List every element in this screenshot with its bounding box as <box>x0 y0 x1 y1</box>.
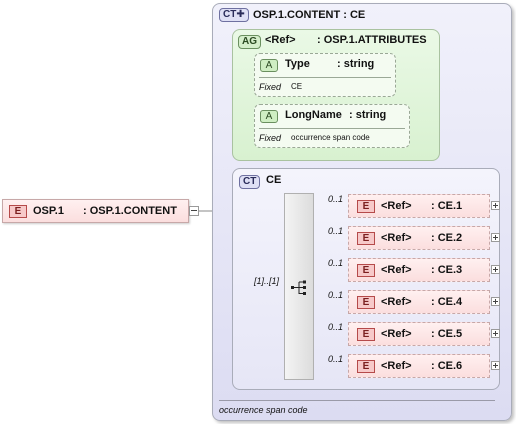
element-ref: <Ref> <box>381 296 412 308</box>
element-badge: E <box>357 360 375 373</box>
element-name: : CE.3 <box>431 264 463 276</box>
element-name: : CE.6 <box>431 360 463 372</box>
expand-icon[interactable] <box>491 361 500 370</box>
root-element-type: : OSP.1.CONTENT <box>83 205 177 217</box>
element-ref: <Ref> <box>381 200 412 212</box>
inner-complex-type-badge: CT <box>239 175 261 189</box>
element-cardinality: 0..1 <box>328 290 344 300</box>
attribute-type: : string <box>337 58 375 70</box>
fixed-value: occurrence span code <box>291 133 370 142</box>
element-ce3-box[interactable]: E <Ref> : CE.3 <box>348 258 490 282</box>
element-cardinality: 0..1 <box>328 322 344 332</box>
attribute-longname-box[interactable]: A LongName : string Fixed occurrence spa… <box>254 104 410 148</box>
sequence-cardinality: [1]..[1] <box>254 276 280 286</box>
element-ref: <Ref> <box>381 360 412 372</box>
complex-type-badge: CT✚ <box>219 8 249 22</box>
element-badge: E <box>9 205 27 218</box>
root-element-box[interactable]: E OSP.1 : OSP.1.CONTENT <box>2 199 189 223</box>
element-badge: E <box>357 200 375 213</box>
fixed-value: CE <box>291 82 303 91</box>
element-ce1-box[interactable]: E <Ref> : CE.1 <box>348 194 490 218</box>
expand-icon[interactable] <box>491 201 500 210</box>
attribute-name: Type <box>285 58 310 70</box>
attribute-name: LongName <box>285 109 342 121</box>
expand-icon[interactable] <box>491 329 500 338</box>
element-name: : CE.5 <box>431 328 463 340</box>
element-ce5-box[interactable]: E <Ref> : CE.5 <box>348 322 490 346</box>
sequence-icon <box>291 280 306 295</box>
inner-complex-type-name: CE <box>266 174 282 186</box>
element-name: : CE.2 <box>431 232 463 244</box>
complex-type-title: OSP.1.CONTENT : CE <box>253 9 366 21</box>
root-collapse-toggle[interactable] <box>189 206 199 216</box>
element-ref: <Ref> <box>381 232 412 244</box>
fixed-label: Fixed <box>259 133 282 143</box>
element-ce4-box[interactable]: E <Ref> : CE.4 <box>348 290 490 314</box>
attribute-divider <box>259 128 405 129</box>
element-ref: <Ref> <box>381 264 412 276</box>
plus-icon: ✚ <box>236 9 245 20</box>
element-name: : CE.1 <box>431 200 463 212</box>
attribute-group-badge: AG <box>238 35 261 49</box>
element-ref: <Ref> <box>381 328 412 340</box>
expand-icon[interactable] <box>491 265 500 274</box>
element-cardinality: 0..1 <box>328 194 344 204</box>
element-ce6-box[interactable]: E <Ref> : CE.6 <box>348 354 490 378</box>
attribute-group-ref: <Ref> <box>265 34 296 46</box>
sequence-compositor[interactable] <box>284 193 314 380</box>
element-cardinality: 0..1 <box>328 354 344 364</box>
expand-icon[interactable] <box>491 233 500 242</box>
element-cardinality: 0..1 <box>328 258 344 268</box>
element-cardinality: 0..1 <box>328 226 344 236</box>
attribute-type-box[interactable]: A Type : string Fixed CE <box>254 53 396 97</box>
expand-icon[interactable] <box>491 297 500 306</box>
element-ce2-box[interactable]: E <Ref> : CE.2 <box>348 226 490 250</box>
attribute-badge: A <box>260 59 278 72</box>
attribute-group-name: : OSP.1.ATTRIBUTES <box>317 34 427 46</box>
attribute-divider <box>259 77 391 78</box>
element-badge: E <box>357 296 375 309</box>
attribute-badge: A <box>260 110 278 123</box>
attribute-type: : string <box>349 109 387 121</box>
element-badge: E <box>357 264 375 277</box>
annotation-text: occurrence span code <box>219 405 308 415</box>
root-element-name: OSP.1 <box>33 205 64 217</box>
annotation-divider <box>219 400 495 401</box>
element-badge: E <box>357 232 375 245</box>
element-name: : CE.4 <box>431 296 463 308</box>
fixed-label: Fixed <box>259 82 282 92</box>
element-badge: E <box>357 328 375 341</box>
